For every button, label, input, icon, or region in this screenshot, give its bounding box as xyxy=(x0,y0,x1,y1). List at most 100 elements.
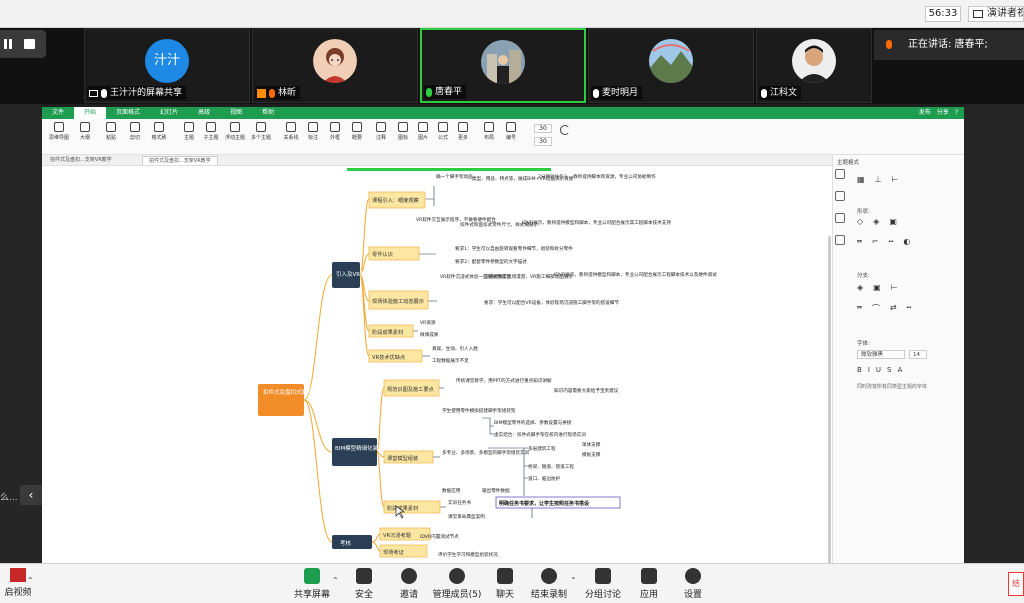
tool-mindmap[interactable]: 思维导图 xyxy=(46,122,72,141)
chevron-up-icon[interactable]: ⌃ xyxy=(27,576,34,585)
security-button[interactable]: 安全 xyxy=(339,568,389,600)
menu-help[interactable]: 帮助 xyxy=(262,109,275,116)
menu-advanced[interactable]: 高级 xyxy=(198,109,211,116)
tool-icon[interactable]: 图标 xyxy=(390,122,416,141)
corner-icon: ⌐ xyxy=(871,237,879,246)
subtopic-text: VR资源 xyxy=(420,319,436,326)
tool-callout[interactable]: 标注 xyxy=(300,122,326,141)
menu-slides[interactable]: 幻灯片 xyxy=(160,109,179,116)
breakout-rooms-button[interactable]: 分组讨论 xyxy=(578,568,628,600)
line-options-row[interactable]: ═⌐┅◐ xyxy=(857,237,910,246)
stop-recording-button[interactable]: 结束录制 xyxy=(524,568,574,600)
branch-node[interactable] xyxy=(332,262,360,288)
speaker-view-button[interactable]: 演讲者视 xyxy=(968,6,1024,22)
apply-all-checkbox[interactable]: 同时改变所有同类型主题的字体 xyxy=(857,384,928,390)
collapse-arrow-button[interactable]: ‹ xyxy=(20,485,42,505)
mic-icon xyxy=(593,88,599,98)
settings-button[interactable]: 设置 xyxy=(668,568,718,600)
menu-page-format[interactable]: 页面格式 xyxy=(116,109,141,116)
menu-start[interactable]: 开始 xyxy=(74,107,107,119)
publish-button[interactable]: 发布 xyxy=(918,109,931,116)
video-off-icon xyxy=(10,568,26,582)
canvas-scrollbar[interactable] xyxy=(828,236,831,563)
branch-node[interactable] xyxy=(332,438,377,466)
topic-node[interactable] xyxy=(368,246,420,261)
tool-outline[interactable]: 大纲 xyxy=(72,122,98,141)
subtopic-text: VR软件交互展示程序，不做要硬件配合 xyxy=(416,216,496,223)
participant-tile[interactable]: 麦时明月 xyxy=(588,28,754,103)
icon-tab-icon[interactable] xyxy=(835,191,845,201)
branch-options-row[interactable]: ◈▣⊢ xyxy=(857,283,898,292)
tool-formula[interactable]: 公式 xyxy=(430,122,456,141)
invite-button[interactable]: 邀请 xyxy=(384,568,434,600)
doc-tab[interactable]: 拍件式及盘扣...支架VR教学 xyxy=(50,157,112,163)
participant-tile-active[interactable]: 唐春平 xyxy=(420,28,586,103)
topic-node[interactable] xyxy=(368,191,426,209)
style-icon[interactable] xyxy=(835,169,845,179)
font-family-select[interactable]: 微软雅黑 xyxy=(857,350,905,359)
chat-button[interactable]: 聊天 xyxy=(480,568,530,600)
image-tab-icon[interactable] xyxy=(835,213,845,223)
avatar xyxy=(481,40,525,84)
participant-tile[interactable]: 林昕 xyxy=(252,28,418,103)
root-node[interactable] xyxy=(258,384,304,416)
tool-format-painter[interactable]: 格式刷 xyxy=(146,122,172,141)
topic-node[interactable] xyxy=(379,544,428,558)
mindmap-canvas[interactable]: 扣件式及盘扣式脚手架/支架VR教学 引入及VR展示 BIM模型精细化装配+课堂教… xyxy=(42,166,832,563)
participant-tile[interactable]: 汁汁 王汁汁的屏幕共享 xyxy=(84,28,250,103)
topic-node[interactable] xyxy=(368,290,429,310)
manage-members-button[interactable]: 管理成员(5) xyxy=(432,568,482,600)
tool-note[interactable]: 注释 xyxy=(368,122,394,141)
tool-subtopic[interactable]: 子主题 xyxy=(198,122,224,141)
topic-node[interactable] xyxy=(368,349,423,363)
start-video-button[interactable]: 启视频 xyxy=(0,568,36,598)
spacing-input-2[interactable]: 30 xyxy=(534,137,552,146)
tool-summary[interactable]: 概要 xyxy=(344,122,370,141)
font-color-icon: A xyxy=(897,366,903,374)
tool-boundary[interactable]: 外框 xyxy=(322,122,348,141)
topic-node[interactable] xyxy=(383,450,434,464)
tool-label: 公式 xyxy=(437,135,448,141)
apps-button[interactable]: 应用 xyxy=(624,568,674,600)
subtopic-text: 桥梁、隧道、管道工程 xyxy=(528,463,574,470)
help-button[interactable]: ? xyxy=(954,109,958,116)
font-size-select[interactable]: 14 xyxy=(909,350,927,359)
pause-share-control[interactable] xyxy=(0,30,46,58)
topic-node[interactable] xyxy=(368,324,414,338)
branch-line-row[interactable]: ═⌒⇄┅ xyxy=(857,303,911,314)
end-meeting-button[interactable]: 结 xyxy=(1008,572,1024,596)
subtopic-text: 多专业、多场景、多模型的脚手架组装实训 xyxy=(442,449,530,456)
tool-layout[interactable]: 布局 xyxy=(476,122,502,141)
tool-relationship[interactable]: 关系线 xyxy=(278,122,304,141)
selected-topic-node[interactable] xyxy=(495,496,621,509)
topic-text: VR技术优缺点 xyxy=(372,353,405,361)
topic-node[interactable] xyxy=(379,527,431,541)
tool-numbering[interactable]: 编号 xyxy=(498,122,524,141)
chevron-up-icon[interactable]: ⌃ xyxy=(570,576,577,585)
tool-multi-topic[interactable]: 多个主题 xyxy=(248,122,274,141)
outline-icon xyxy=(80,122,90,132)
tool-floating-topic[interactable]: 浮动主题 xyxy=(222,122,248,141)
share-button[interactable]: 分享 xyxy=(936,109,949,116)
tool-more[interactable]: 更多 xyxy=(450,122,476,141)
layout-options-row[interactable]: ▦⊥⊢ xyxy=(857,175,899,184)
tool-image[interactable]: 图片 xyxy=(410,122,436,141)
participant-tile[interactable]: 江科文 xyxy=(756,28,872,103)
note-tab-icon[interactable] xyxy=(835,235,845,245)
chevron-up-icon[interactable]: ⌃ xyxy=(332,576,339,585)
shape-options-row[interactable]: ◇◈▣ xyxy=(857,217,897,226)
reset-icon[interactable] xyxy=(560,125,570,135)
branch-node[interactable] xyxy=(332,535,372,549)
menu-file[interactable]: 文件 xyxy=(52,109,65,116)
meeting-top-bar: 56:33 演讲者视 xyxy=(0,0,1024,28)
topic-node[interactable] xyxy=(383,379,440,397)
tool-paste[interactable]: 粘贴 xyxy=(98,122,124,141)
doc-tab-active[interactable]: 拍件式及盘扣...支架VR教学 xyxy=(142,156,218,165)
tool-cut[interactable]: 剪切 xyxy=(122,122,148,141)
breakout-icon xyxy=(595,568,611,584)
tool-topic[interactable]: 主题 xyxy=(176,122,202,141)
share-screen-button[interactable]: 共享屏幕 xyxy=(287,568,337,600)
spacing-input-1[interactable]: 30 xyxy=(534,124,552,133)
menu-view[interactable]: 视图 xyxy=(230,109,243,116)
